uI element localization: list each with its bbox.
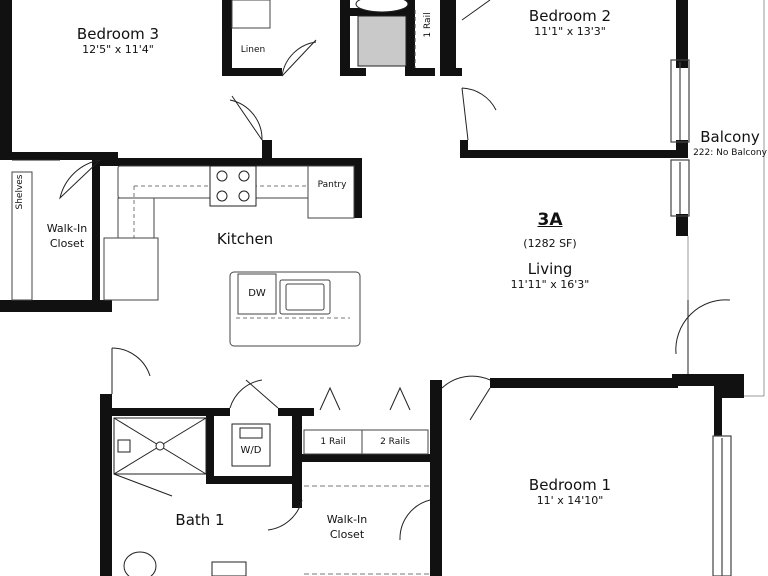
walkin-closet-bottom-line1: Walk-In — [326, 513, 368, 526]
kitchen-counters — [103, 165, 355, 301]
walkin-closet-bottom-line2: Closet — [329, 528, 365, 541]
bedroom-3-label: Bedroom 3 — [76, 25, 160, 43]
bedroom-1-dim: 11' x 14'10" — [536, 494, 604, 507]
bath-1-label: Bath 1 — [175, 511, 225, 529]
closet-rails — [11, 0, 430, 575]
door-swings — [12, 0, 731, 541]
rail-1-label: 1 Rail — [320, 437, 346, 447]
stove-icon — [209, 165, 257, 207]
rail-top-label: 1 Rail — [423, 12, 433, 38]
balcony-note: 222: No Balcony — [693, 148, 767, 158]
bedroom-2-label: Bedroom 2 — [528, 7, 612, 25]
kitchen-label: Kitchen — [216, 230, 274, 248]
washer-dryer-label: W/D — [240, 445, 262, 456]
walkin-closet-left-line1: Walk-In — [46, 222, 88, 235]
pantry-label: Pantry — [317, 180, 347, 190]
balcony-outline — [687, 0, 765, 397]
walkin-closet-left-line2: Closet — [49, 237, 85, 250]
bedroom-3-dim: 12'5" x 11'4" — [82, 43, 154, 56]
living-label: Living — [527, 260, 573, 278]
bath-fixtures — [113, 417, 247, 576]
bedroom-2-dim: 11'1" x 13'3" — [534, 25, 606, 38]
washer-dryer — [231, 423, 271, 467]
elevator-shaft — [355, 0, 409, 67]
rail-2-label: 2 Rails — [380, 437, 410, 447]
unit-area: (1282 SF) — [523, 237, 577, 250]
walls — [0, 0, 744, 576]
balcony-label: Balcony — [700, 128, 760, 146]
windows — [670, 59, 732, 576]
dishwasher-label: DW — [248, 288, 266, 299]
linen-label: Linen — [240, 45, 266, 55]
kitchen-island — [229, 271, 361, 347]
bedroom-1-label: Bedroom 1 — [528, 476, 612, 494]
living-dim: 11'11" x 16'3" — [510, 278, 590, 291]
unit-name: 3A — [537, 210, 563, 230]
shelves-label: Shelves — [15, 174, 25, 210]
